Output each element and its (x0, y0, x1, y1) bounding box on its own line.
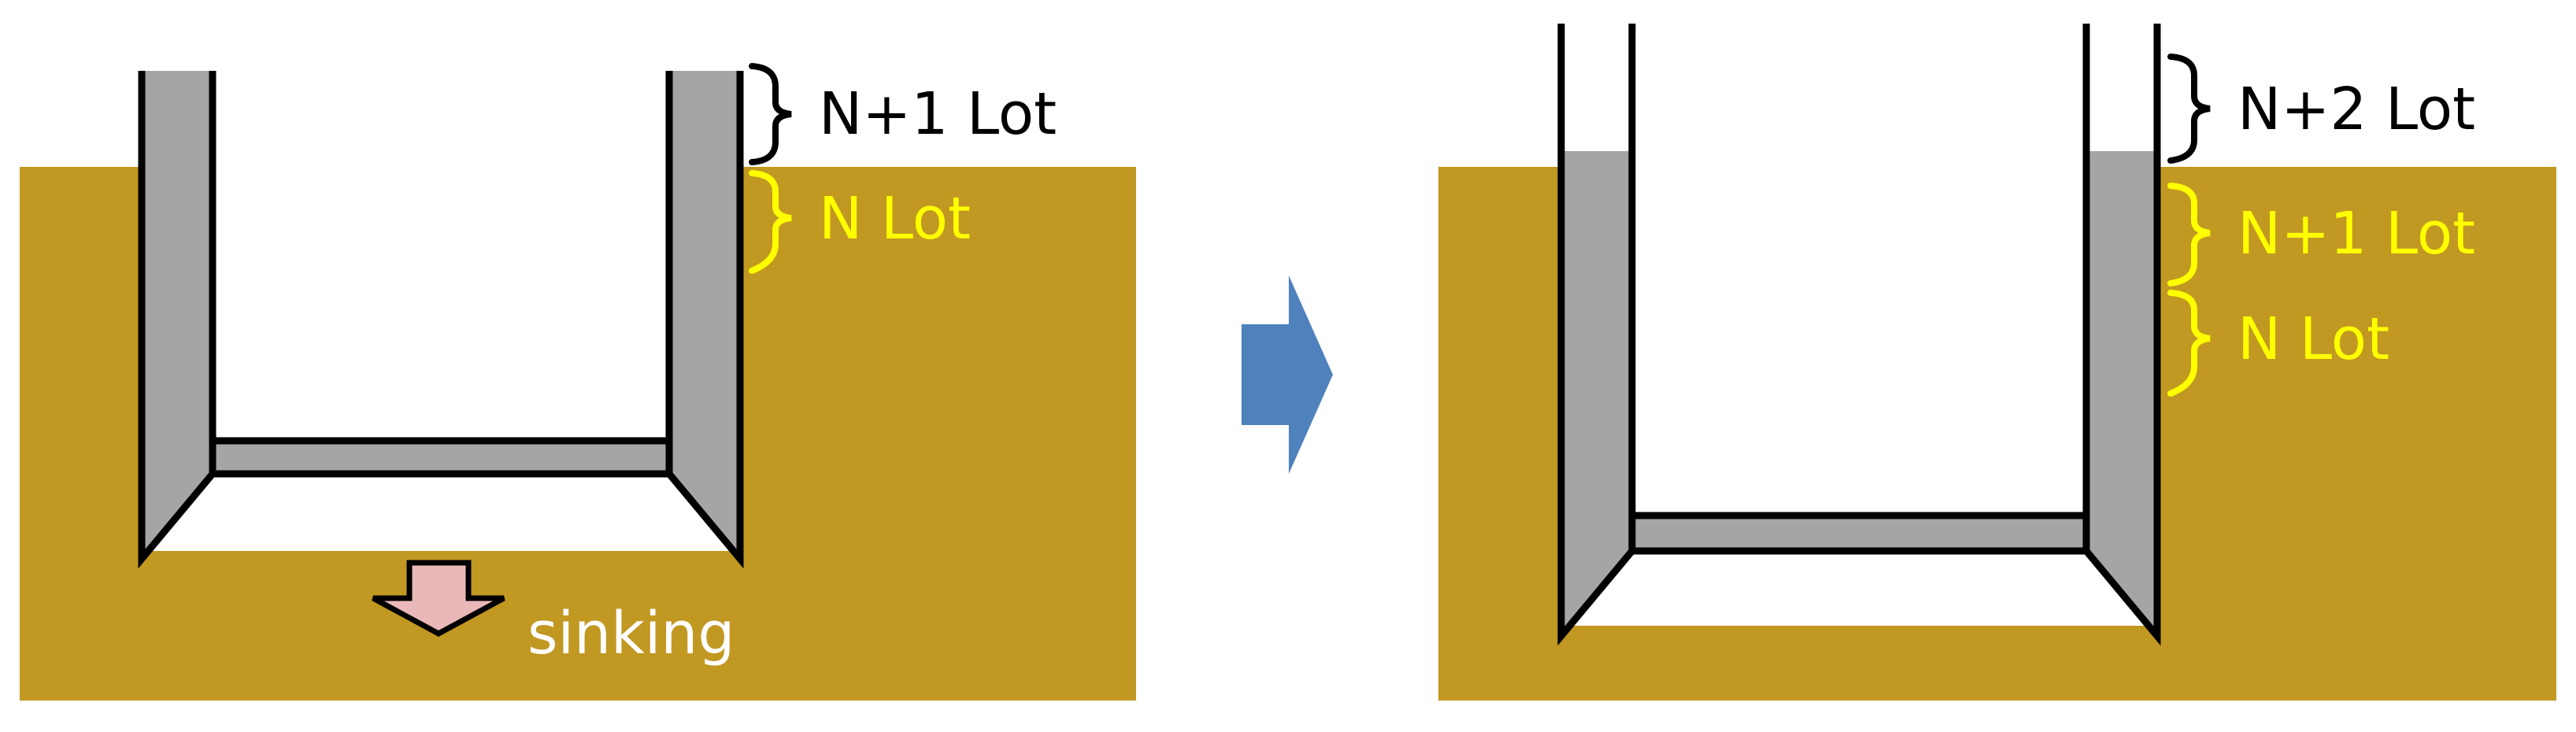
sinking-arrow-icon (372, 560, 505, 637)
right-caisson-wall-left (1561, 151, 1632, 636)
right-wall-right-empty (2086, 24, 2157, 151)
right-label-middle: N+1 Lot (2237, 200, 2475, 268)
right-pit (1561, 167, 2157, 626)
right-wall-left-outline (1557, 24, 1636, 646)
right-panel: N+2 Lot N+1 Lot N Lot (1438, 24, 2556, 701)
right-caisson-wall-right (2086, 151, 2157, 636)
left-panel: N+1 Lot N Lot sinking (20, 63, 1136, 701)
right-wall-left-empty (1561, 24, 1632, 151)
right-wall-right-outline (2082, 24, 2161, 646)
right-brace-top (2167, 54, 2211, 164)
left-caisson-wall-right (669, 71, 740, 559)
right-caisson-slab (1632, 516, 2086, 551)
left-label-upper: N+1 Lot (819, 80, 1057, 148)
right-label-top: N+2 Lot (2237, 76, 2475, 143)
left-brace-lower (749, 170, 792, 274)
left-brace-upper (749, 63, 792, 165)
right-label-bottom: N Lot (2237, 305, 2389, 373)
left-wall-right-outline (665, 71, 744, 569)
left-wall-left-outline (138, 71, 217, 569)
left-caisson-slab (213, 441, 669, 474)
sinking-label: sinking (527, 600, 735, 667)
left-caisson-wall-left (142, 71, 213, 559)
right-brace-bottom (2167, 290, 2211, 397)
right-brace-middle (2167, 183, 2211, 287)
left-pit (142, 167, 740, 551)
left-label-lower: N Lot (819, 185, 971, 253)
transition-arrow-icon (1242, 275, 1333, 474)
